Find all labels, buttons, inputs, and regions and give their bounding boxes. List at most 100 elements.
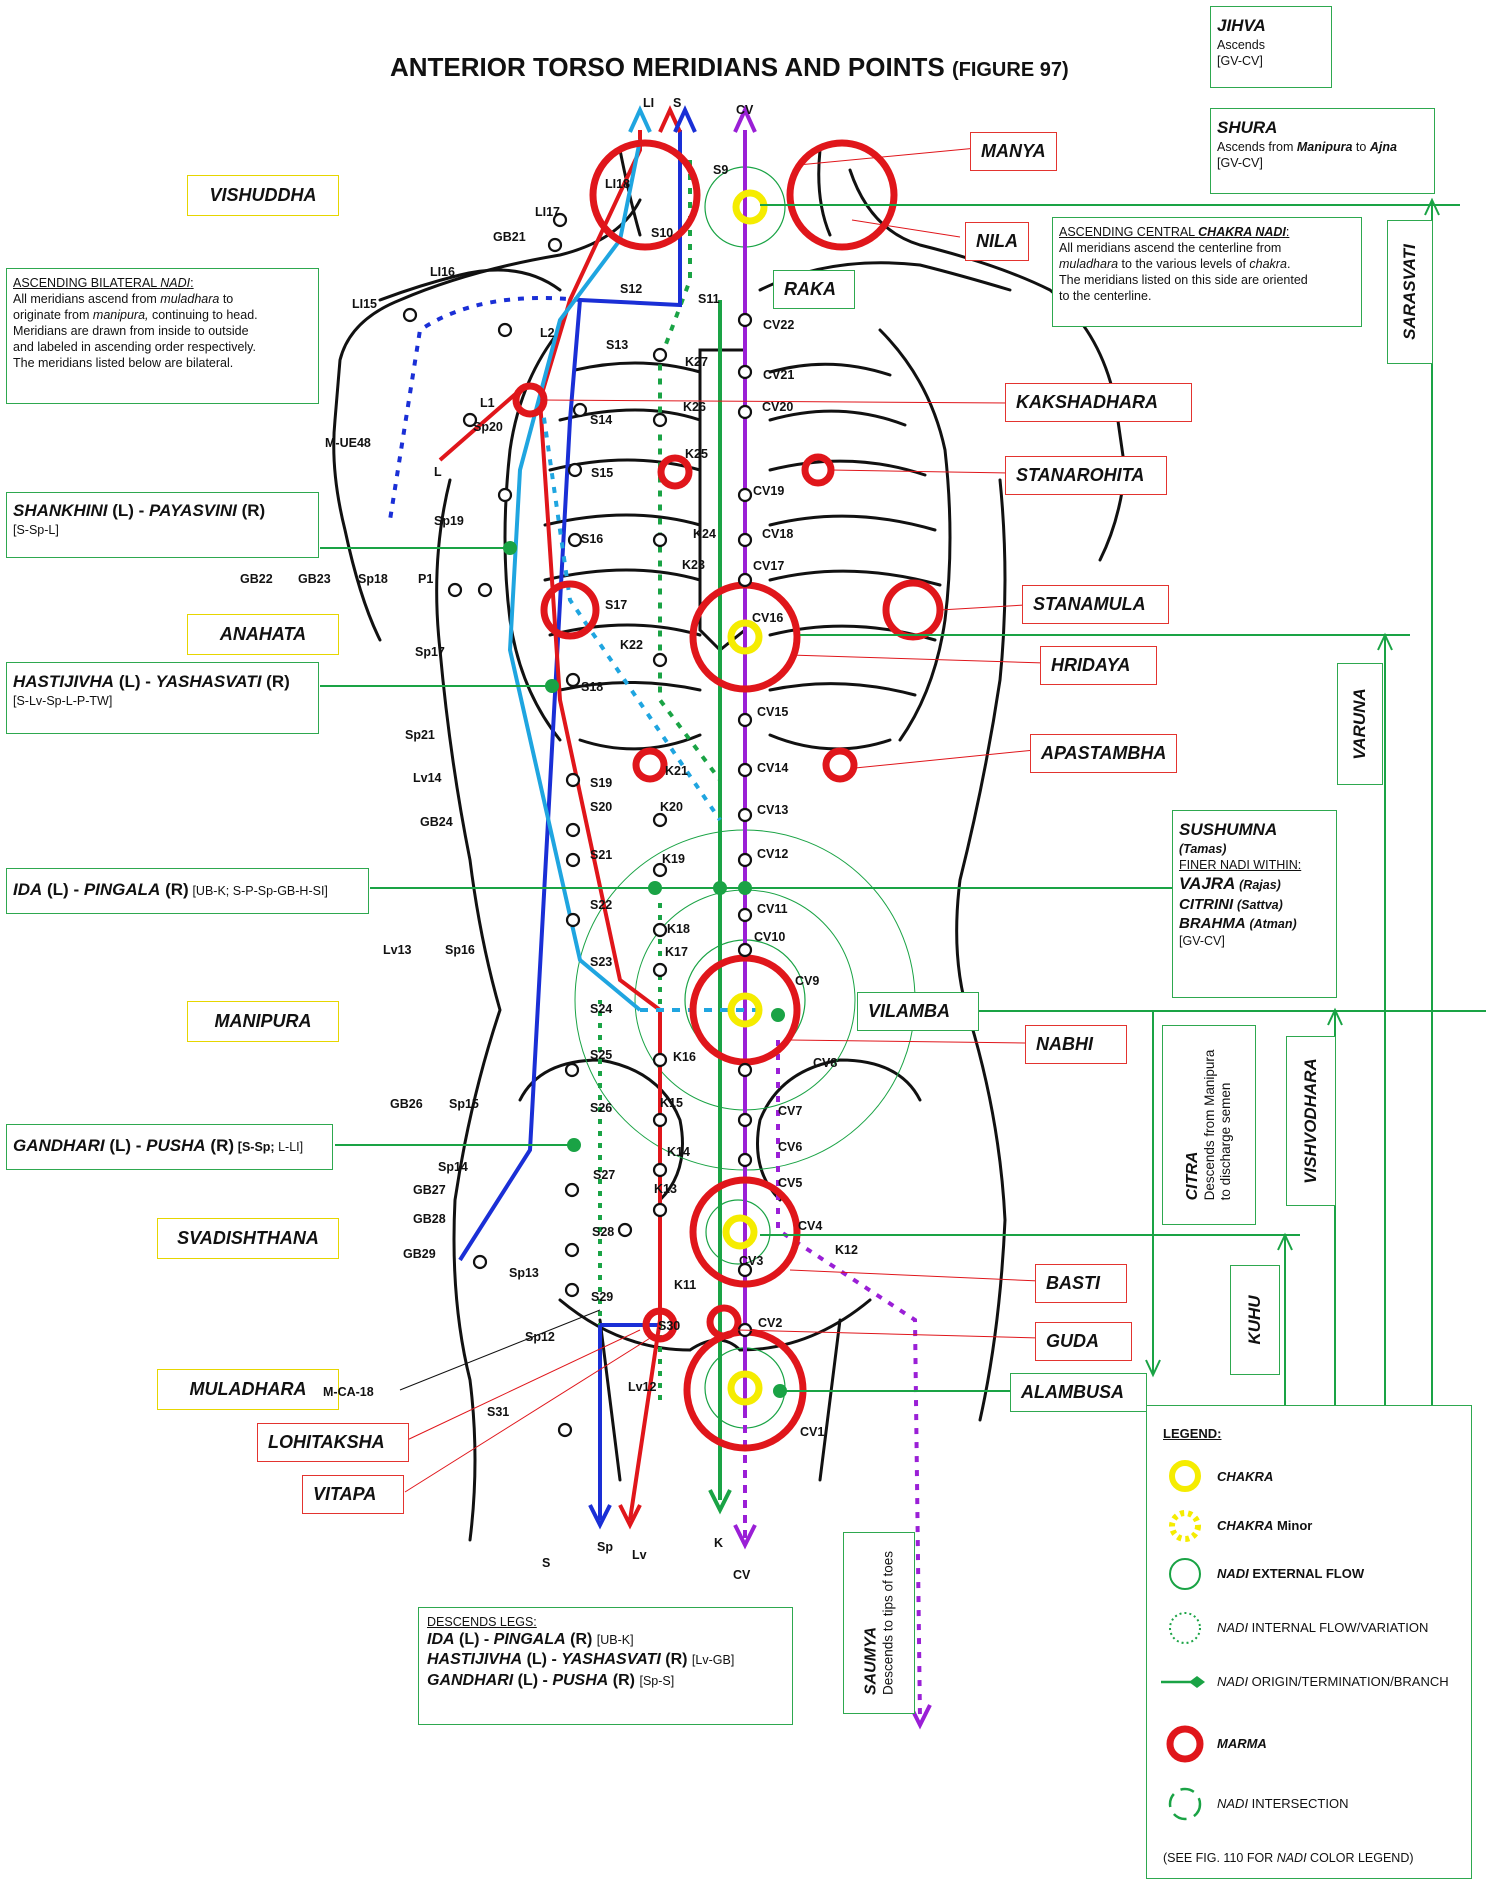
acupoint-label: CV2	[758, 1316, 782, 1330]
acupoint-label: K24	[693, 527, 716, 541]
acupoint-label: CV15	[757, 705, 788, 719]
acupoint-label: Sp15	[449, 1097, 479, 1111]
acupoint-label: S17	[605, 598, 627, 612]
acupoint-label: S23	[590, 955, 612, 969]
acupoint-label: GB28	[413, 1212, 446, 1226]
acupoint-label: K25	[685, 447, 708, 461]
acupoint-label: CV13	[757, 803, 788, 817]
acupoint-label: GB26	[390, 1097, 423, 1111]
acupoint-label: GB24	[420, 815, 453, 829]
acupoint-label: L1	[480, 396, 495, 410]
acupoint-label: P1	[418, 572, 433, 586]
label-s-bottom: S	[542, 1556, 550, 1570]
sushumna-box: SUSHUMNA (Tamas) FINER NADI WITHIN: VAJR…	[1172, 810, 1337, 998]
marma-guda: GUDA	[1035, 1322, 1132, 1361]
acupoint-label: L2	[540, 326, 555, 340]
marma-kakshadhara: KAKSHADHARA	[1005, 383, 1192, 422]
acupoint-label: L	[434, 465, 442, 479]
marma-nabhi: NABHI	[1025, 1025, 1127, 1064]
marma-lohitaksha: LOHITAKSHA	[257, 1423, 409, 1462]
acupoint-label: S9	[713, 163, 728, 177]
descends-legs-box: DESCENDS LEGS: IDA (L) - PINGALA (R) [UB…	[418, 1607, 793, 1725]
legend-nadi-external: NADI EXTERNAL FLOW	[1217, 1566, 1364, 1583]
acupoint-label: Lv12	[628, 1380, 657, 1394]
acupoint-label: CV16	[752, 611, 783, 625]
acupoint-label: CV22	[763, 318, 794, 332]
acupoint-label: Lv13	[383, 943, 412, 957]
acupoint-label: Lv14	[413, 771, 442, 785]
acupoint-label: CV18	[762, 527, 793, 541]
acupoint-label: CV12	[757, 847, 788, 861]
acupoint-label: S28	[592, 1225, 614, 1239]
chakra-vishuddha: VISHUDDHA	[187, 175, 339, 216]
acupoint-label: K18	[667, 922, 690, 936]
marma-nila: NILA	[965, 222, 1029, 261]
acupoint-label: Sp12	[525, 1330, 555, 1344]
acupoint-label: K23	[682, 558, 705, 572]
marma-apastambha: APASTAMBHA	[1030, 734, 1177, 773]
acupoint-label: S20	[590, 800, 612, 814]
acupoint-label: S25	[590, 1048, 612, 1062]
marma-manya: MANYA	[970, 132, 1057, 171]
acupoint-label: Sp18	[358, 572, 388, 586]
page-title: ANTERIOR TORSO MERIDIANS AND POINTS (FIG…	[390, 52, 1069, 83]
label-k-bottom: K	[714, 1536, 723, 1550]
legend-symbols	[1155, 1406, 1215, 1876]
acupoint-label: Sp13	[509, 1266, 539, 1280]
marma-vitapa: VITAPA	[302, 1475, 404, 1514]
acupoint-label: K19	[662, 852, 685, 866]
acupoint-label: K13	[654, 1182, 677, 1196]
hastijivha-yashasvati-box: HASTIJIVHA (L) - YASHASVATI (R) [S-Lv-Sp…	[6, 662, 319, 734]
acupoint-label: S10	[651, 226, 673, 240]
acupoint-label: S18	[581, 680, 603, 694]
acupoint-label: CV21	[763, 368, 794, 382]
shura-box: SHURA Ascends from Manipura to Ajna [GV-…	[1210, 108, 1435, 194]
acupoint-label: S16	[581, 532, 603, 546]
acupoint-label: CV5	[778, 1176, 802, 1190]
acupoint-label: S14	[590, 413, 612, 427]
acupoint-label: LI16	[430, 265, 455, 279]
legend-see-fig: (SEE FIG. 110 FOR NADI COLOR LEGEND)	[1163, 1850, 1414, 1866]
legend-nadi-origin: NADI ORIGIN/TERMINATION/BRANCH	[1217, 1674, 1449, 1691]
acupoint-label: CV11	[757, 902, 788, 916]
acupoint-label: GB22	[240, 572, 273, 586]
shankhini-payasvini-box: SHANKHINI (L) - PAYASVINI (R) [S-Sp-L]	[6, 492, 319, 558]
acupoint-label: S21	[590, 848, 612, 862]
gandhari-pusha-box: GANDHARI (L) - PUSHA (R) [S-Sp; L-LI]	[6, 1124, 333, 1170]
acupoint-label: CV1	[800, 1425, 824, 1439]
acupoint-label: Sp20	[473, 420, 503, 434]
acupoint-label: S12	[620, 282, 642, 296]
acupoint-label: S11	[698, 292, 720, 306]
acupoint-label: LI15	[352, 297, 377, 311]
label-cv-top: CV	[736, 103, 753, 117]
acupoint-label: GB29	[403, 1247, 436, 1261]
acupoint-label: S15	[591, 466, 613, 480]
legend-nadi-intersection: NADI INTERSECTION	[1217, 1796, 1348, 1813]
acupoint-label: CV9	[795, 974, 819, 988]
acupoint-label: CV14	[757, 761, 788, 775]
acupoint-label: GB27	[413, 1183, 446, 1197]
acupoint-label: S31	[487, 1405, 509, 1419]
acupoint-label: K22	[620, 638, 643, 652]
label-s-top: S	[673, 96, 681, 110]
acupoint-label: K11	[674, 1278, 696, 1292]
acupoint-label: S22	[590, 898, 612, 912]
chakra-manipura: MANIPURA	[187, 1001, 339, 1042]
chakra-svadishthana: SVADISHTHANA	[157, 1218, 339, 1259]
acupoint-label: CV4	[798, 1219, 822, 1233]
acupoint-label: K20	[660, 800, 683, 814]
acupoint-label: CV17	[753, 559, 784, 573]
label-cv-bottom: CV	[733, 1568, 750, 1582]
nadi-sarasvati: SARASVATI	[1387, 220, 1433, 364]
acupoint-label: Sp21	[405, 728, 435, 742]
acupoint-label: K26	[683, 400, 706, 414]
legend-chakra-minor: CHAKRA Minor	[1217, 1518, 1312, 1535]
marma-stanarohita: STANAROHITA	[1005, 456, 1167, 495]
acupoint-label: K21	[665, 764, 688, 778]
acupoint-label: Sp19	[434, 514, 464, 528]
marma-basti: BASTI	[1035, 1264, 1127, 1303]
nadi-alambusa: ALAMBUSA	[1010, 1373, 1147, 1412]
marma-hridaya: HRIDAYA	[1040, 646, 1157, 685]
